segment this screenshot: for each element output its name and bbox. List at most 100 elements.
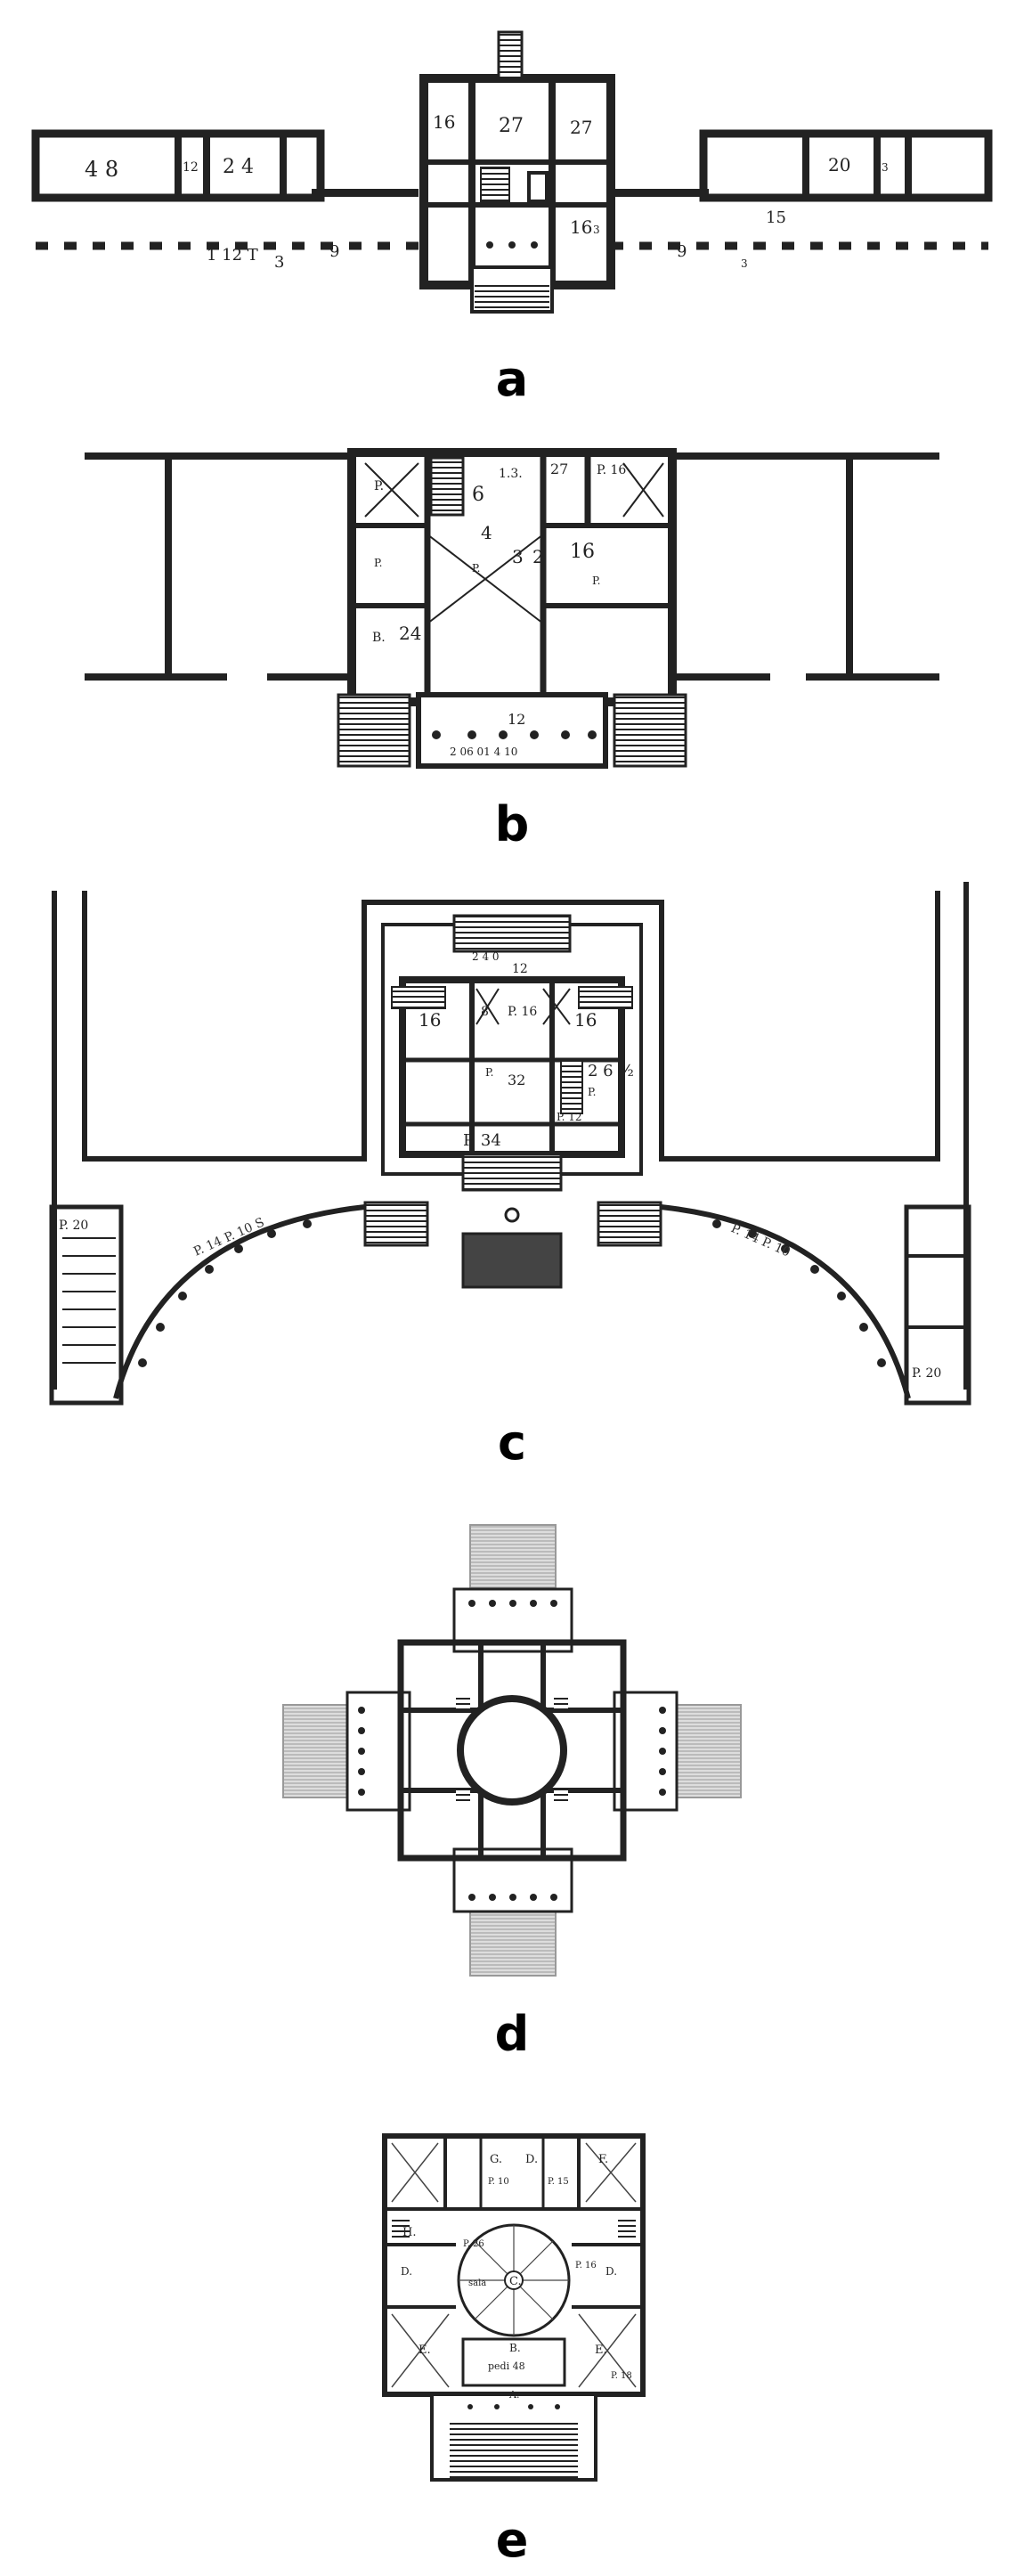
room-label: 1.3. <box>499 467 523 481</box>
plate-a: 4 8 12 2 4 16 27 27 16 3 20 3 1 12 T 3 9… <box>0 0 1024 406</box>
room-label: pedi 48 <box>488 2360 525 2372</box>
room-label: 32 <box>508 1072 525 1088</box>
portico <box>461 2337 566 2387</box>
room-label: 2 4 0 <box>472 950 500 963</box>
room-label: 16 <box>574 1009 597 1031</box>
room-label: 8 <box>481 1005 489 1019</box>
steps-left <box>337 693 411 768</box>
room-label: 2 6 ½ <box>588 1062 634 1080</box>
room-label: F. <box>598 2153 608 2166</box>
room-label: 16 <box>433 111 455 133</box>
caption-e: e <box>495 2512 529 2568</box>
room-label: B. <box>372 631 386 645</box>
room-label: A. <box>508 2389 519 2401</box>
curved-wing-left <box>113 1204 366 1399</box>
room-label: 3 <box>882 161 889 174</box>
plate-d: d <box>0 1514 1024 2067</box>
room-label: P. 20 <box>912 1366 941 1381</box>
arc-label: P. 14 P. 10 S <box>191 1215 266 1259</box>
room-label: 24 <box>399 623 421 644</box>
room-label: 4 8 <box>85 157 118 182</box>
portico-columns <box>358 1600 666 1901</box>
room-label: 27 <box>499 115 524 137</box>
floorplan-c: 2 4 0 12 16 8 P. 16 16 32 P. 2 6 ½ P. P.… <box>49 882 971 1406</box>
room-label: E. <box>595 2344 607 2357</box>
floorplan-d <box>282 1524 742 1977</box>
room-label: 2 <box>532 546 544 567</box>
front-steps <box>450 2423 578 2478</box>
room-label: 12 <box>183 160 199 175</box>
plate-e: G. D. F. P. 10 P. 15 H. C. sala E. E. B.… <box>0 2111 1024 2576</box>
room-label: 27 <box>550 461 568 477</box>
spiral-stair <box>429 456 465 517</box>
stairs-south <box>469 1911 557 1977</box>
stairs-east <box>676 1704 742 1798</box>
villa-outline <box>347 448 677 706</box>
room-label: P. <box>472 562 480 575</box>
stairs-north <box>469 1524 557 1590</box>
room-label: 16 <box>570 216 592 238</box>
floorplan-b: P. 6 1.3. 27 P. 16 4 3 2 16 P. P. 24 B. … <box>85 448 939 769</box>
room-label: 3 <box>512 546 524 567</box>
loggia-top <box>452 914 572 953</box>
central-rotunda <box>457 1695 567 1806</box>
caption-d: d <box>494 2006 530 2062</box>
room-label: 3 <box>593 224 600 236</box>
front-steps <box>475 285 549 310</box>
plate-b: P. 6 1.3. 27 P. 16 4 3 2 16 P. P. 24 B. … <box>0 428 1024 855</box>
room-label: 2 4 <box>223 156 254 178</box>
room-label: D. <box>525 2153 538 2166</box>
plate-c: 2 4 0 12 16 8 P. 16 16 32 P. 2 6 ½ P. P.… <box>0 882 1024 1470</box>
right-wing-outline <box>699 129 993 202</box>
steps-right <box>613 693 687 768</box>
colonnade-right <box>712 1219 886 1367</box>
room-label: P. 16 <box>597 463 626 477</box>
portico-south <box>452 1847 573 1913</box>
caption-c: c <box>497 1414 526 1471</box>
curved-wing-right <box>660 1204 911 1399</box>
measure-label: 3 <box>274 253 284 272</box>
room-label: 12 <box>508 711 525 728</box>
room-label: 16 <box>419 1009 441 1031</box>
room-label: H. <box>402 2226 416 2239</box>
room-label: P. 26 <box>463 2239 484 2249</box>
front-steps <box>461 1153 563 1192</box>
portico-north <box>452 1587 573 1653</box>
room-label: 6 <box>472 484 484 506</box>
floorplan-e: G. D. F. P. 10 P. 15 H. C. sala E. E. B.… <box>382 2133 646 2482</box>
caption-b: b <box>494 796 530 852</box>
stair-top <box>497 30 524 80</box>
room-label: P. 15 <box>548 2177 569 2187</box>
measure-label: 9 <box>329 242 339 261</box>
portico-west <box>345 1691 411 1812</box>
room-label: P. 18 <box>611 2371 632 2381</box>
portico-columns <box>432 730 597 739</box>
room-label: B. <box>509 2342 521 2354</box>
room-label: P. 34 <box>463 1131 501 1150</box>
left-outbuilding <box>49 1204 124 1406</box>
room-label: P. <box>374 557 382 569</box>
villa-outline <box>419 74 615 289</box>
measure-label: 9 <box>677 242 687 261</box>
room-label: P. <box>374 479 384 493</box>
colonnade-left <box>138 1219 312 1367</box>
stairs-west <box>282 1704 348 1798</box>
caption-a: a <box>495 351 529 407</box>
room-label: P. 10 <box>488 2177 509 2187</box>
room-label: P. <box>485 1066 493 1079</box>
room-label: C. <box>509 2275 522 2288</box>
room-label: 27 <box>570 117 592 138</box>
room-label: 16 <box>570 541 595 563</box>
room-label: E. <box>419 2344 431 2357</box>
portico-east <box>613 1691 679 1812</box>
room-label: P. 16 <box>508 1005 537 1019</box>
column-label: 2 06 01 4 10 <box>450 746 517 758</box>
measure-label: 1 12 T <box>207 246 258 265</box>
measure-label: 15 <box>766 208 786 227</box>
measure-label: 3 <box>741 257 748 270</box>
room-label: D. <box>605 2265 617 2278</box>
fountain-basin <box>461 1232 563 1289</box>
room-label: P. <box>592 575 600 587</box>
room-label: 20 <box>828 154 850 175</box>
floorplan-a: 4 8 12 2 4 16 27 27 16 3 20 3 1 12 T 3 9… <box>31 30 993 314</box>
